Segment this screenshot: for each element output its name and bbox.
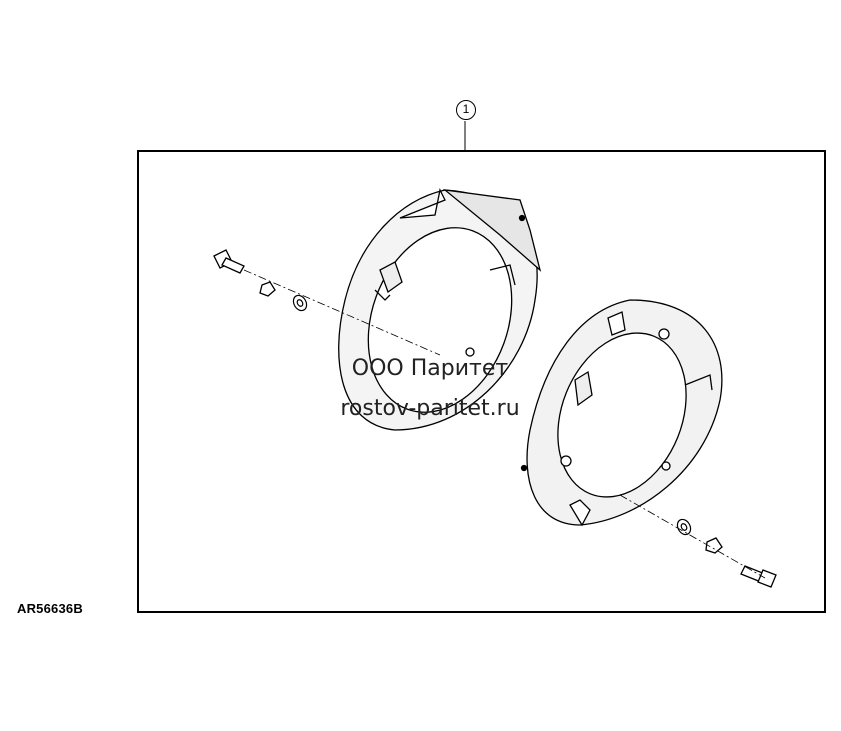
bolt-right	[740, 565, 777, 588]
watermark-company: ООО Паритет	[351, 356, 509, 381]
diagram-frame	[137, 150, 826, 613]
washer-right	[676, 518, 692, 536]
axis-line-left	[243, 269, 441, 356]
figure-id: AR56636B	[17, 601, 83, 616]
callout-circle	[456, 100, 476, 120]
bolt-left	[213, 249, 245, 274]
nut-right	[705, 537, 723, 554]
wheel-weight-left	[338, 188, 542, 431]
callout-number: 1	[462, 102, 470, 116]
wheel-weight-right	[520, 299, 723, 527]
washer-left	[292, 294, 308, 312]
nut-left	[259, 281, 276, 297]
watermark-url: rostov-paritet.ru	[340, 396, 520, 421]
axis-line-right	[619, 494, 766, 579]
